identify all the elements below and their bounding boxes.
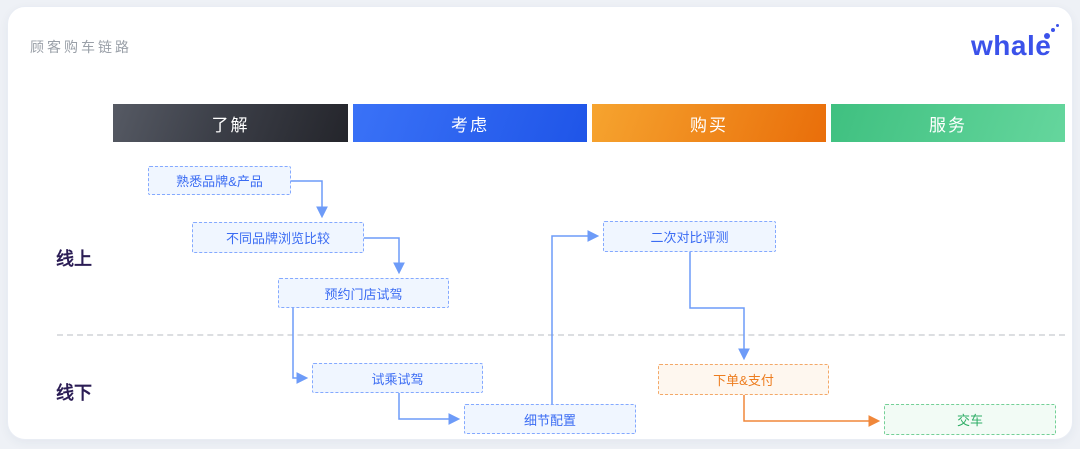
phase-label: 购买 <box>690 115 728 135</box>
node-order-pay: 下单&支付 <box>658 364 829 395</box>
lane-label-online: 线上 <box>56 249 92 269</box>
phase-label: 了解 <box>211 115 250 135</box>
page-title: 顾客购车链路 <box>30 39 132 55</box>
phase-bar-awareness: 了解 <box>113 104 348 142</box>
phase-bar-purchase: 购买 <box>592 104 826 142</box>
phase-bar-service: 服务 <box>831 104 1065 142</box>
node-compare-brands: 不同品牌浏览比较 <box>192 222 364 253</box>
node-car-delivery: 交车 <box>884 404 1056 435</box>
lane-label-offline: 线下 <box>56 383 92 403</box>
node-familiar-brand-product: 熟悉品牌&产品 <box>148 166 291 195</box>
lane-divider <box>57 334 1065 336</box>
node-detail-config: 细节配置 <box>464 404 636 434</box>
whale-logo: whale <box>971 24 1060 61</box>
phase-label: 服务 <box>929 115 967 135</box>
card-background <box>7 6 1073 440</box>
phase-label: 考虑 <box>451 115 489 135</box>
node-testdrive: 试乘试驾 <box>312 363 483 393</box>
phase-bar-consideration: 考虑 <box>353 104 587 142</box>
node-second-review: 二次对比评测 <box>603 221 776 252</box>
node-book-testdrive: 预约门店试驾 <box>278 278 449 308</box>
whale-logo-text: whale <box>971 30 1052 61</box>
sparkle-icon <box>1043 24 1060 42</box>
